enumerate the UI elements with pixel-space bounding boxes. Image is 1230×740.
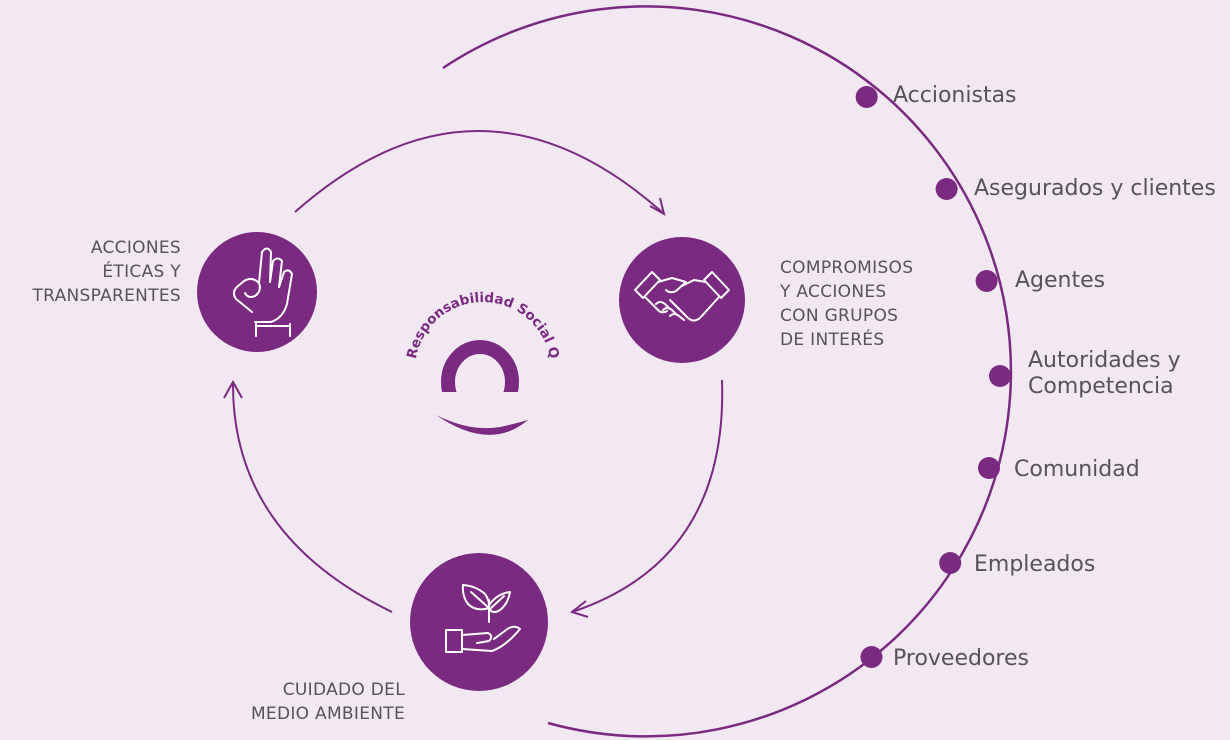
stakeholder-dots <box>855 86 1011 668</box>
plant-in-hand-icon <box>445 584 521 653</box>
stakeholder-label-comunidad: Comunidad <box>1014 457 1140 482</box>
stakeholder-dot-accionistas <box>855 86 878 108</box>
stakeholder-arc <box>442 5 1013 738</box>
arrow-compromisos-to-ambiente <box>571 379 724 613</box>
arrowhead-ambiente <box>569 600 589 618</box>
arrowhead-compromisos <box>649 197 666 217</box>
stakeholder-dot-agentes <box>975 270 998 292</box>
q-logo-icon <box>436 340 528 435</box>
arrow-ambiente-to-eticas <box>231 382 393 613</box>
arrowhead-eticas <box>223 379 243 399</box>
node-ambiente <box>410 553 548 691</box>
stakeholder-label-accionistas: Accionistas <box>893 83 1017 108</box>
node-compromisos-circle <box>619 237 745 363</box>
node-ambiente-circle <box>410 553 548 691</box>
stakeholder-dot-comunidad <box>978 457 1000 479</box>
ok-hand-icon <box>232 247 293 337</box>
node-eticas <box>197 232 317 352</box>
responsabilidad-social-logo: Responsabilidad Social Q <box>404 290 562 435</box>
node-label-ambiente: CUIDADO DEL MEDIO AMBIENTE <box>250 680 405 724</box>
stakeholder-dot-asegurados-y-clientes <box>935 178 958 200</box>
node-eticas-circle <box>197 232 317 352</box>
stakeholder-dot-empleados <box>939 552 962 574</box>
arrow-eticas-to-compromisos <box>294 130 663 213</box>
stakeholder-dot-proveedores <box>860 646 883 668</box>
node-label-eticas: ACCIONES ÉTICAS Y TRANSPARENTES <box>32 238 181 306</box>
stakeholder-label-autoridades: Autoridades y Competencia <box>1028 348 1181 399</box>
stakeholder-dot-autoridades-y <box>989 365 1011 387</box>
cycle-arrows <box>223 130 724 618</box>
handshake-icon <box>634 271 730 322</box>
stakeholder-label-asegurados: Asegurados y clientes <box>974 176 1216 201</box>
node-compromisos <box>619 237 745 363</box>
stakeholder-label-empleados: Empleados <box>974 552 1096 577</box>
node-label-compromisos: COMPROMISOS Y ACCIONES CON GRUPOS DE INT… <box>780 258 914 350</box>
stakeholder-label-proveedores: Proveedores <box>893 646 1029 671</box>
stakeholder-label-agentes: Agentes <box>1015 268 1106 293</box>
